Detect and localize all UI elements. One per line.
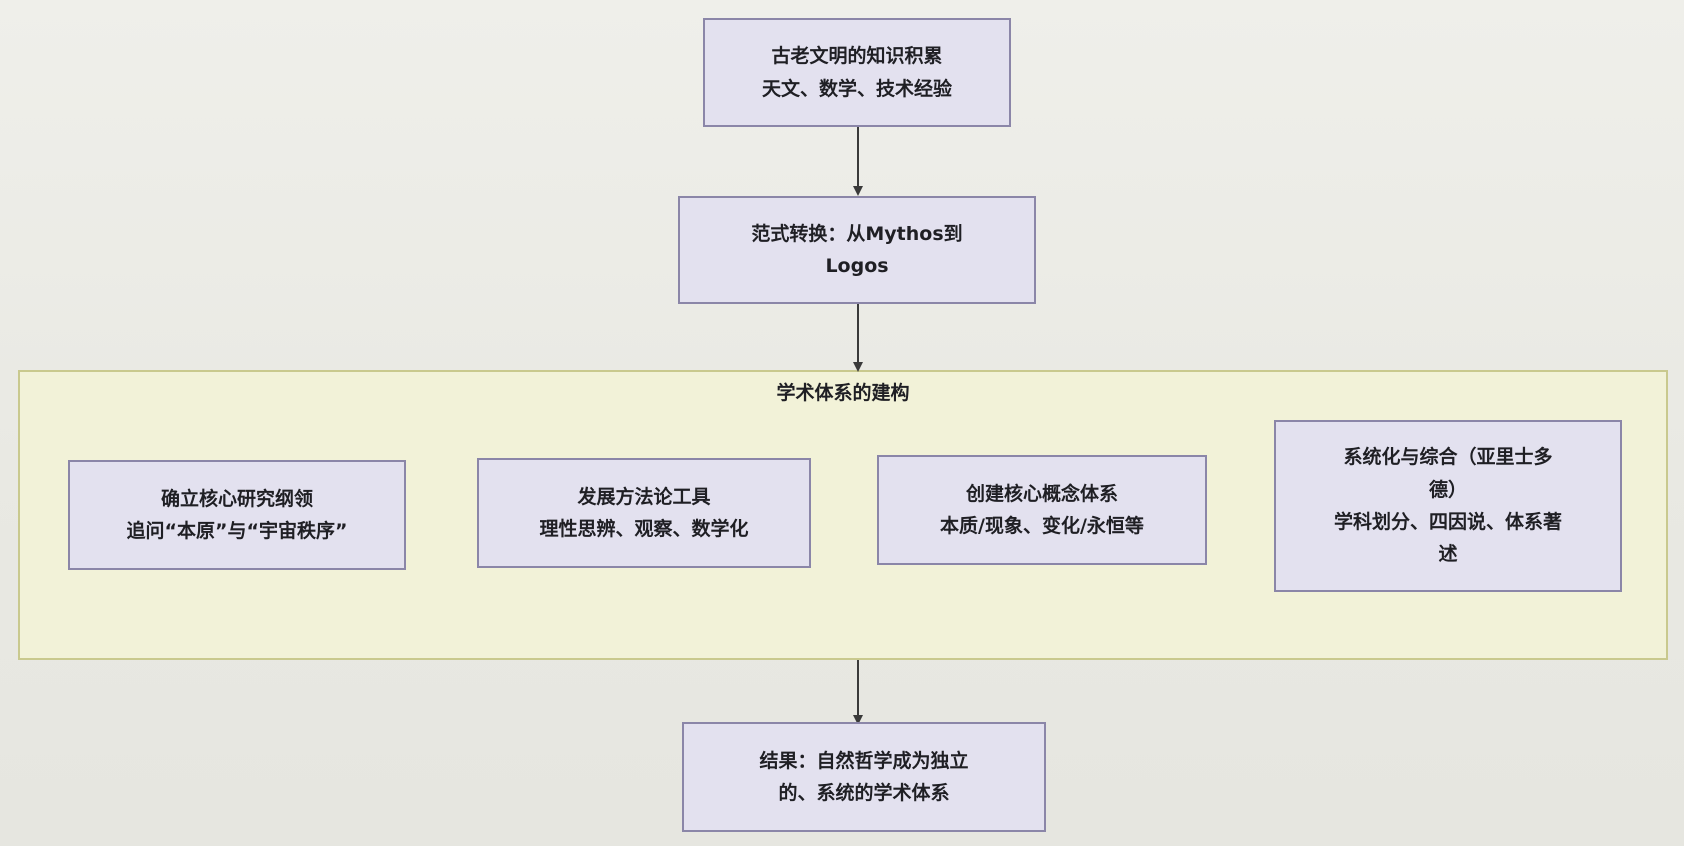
node-paradigm-line2: Logos xyxy=(825,255,889,277)
node-result: 结果：自然哲学成为独立 的、系统的学术体系 xyxy=(682,722,1046,832)
node-methodology-tools: 发展方法论工具 理性思辨、观察、数学化 xyxy=(477,458,811,568)
node-synthesis-line3: 学科划分、四因说、体系著 xyxy=(1333,511,1562,533)
node-paradigm-shift: 范式转换：从Mythos到 Logos xyxy=(678,196,1036,304)
node-research-program: 确立核心研究纲领 追问“本原”与“宇宙秩序” xyxy=(68,460,406,570)
cluster-title: 学术体系的建构 xyxy=(776,382,910,404)
node-result-line2: 的、系统的学术体系 xyxy=(778,782,950,804)
node-concepts-line2: 本质/现象、变化/永恒等 xyxy=(940,515,1144,537)
node-synthesis-line2: 德） xyxy=(1428,478,1467,501)
node-ancient-line1: 古老文明的知识积累 xyxy=(771,45,943,68)
node-concepts-line1: 创建核心概念体系 xyxy=(965,482,1118,505)
node-method-line1: 发展方法论工具 xyxy=(577,485,711,508)
node-synthesis-line4: 述 xyxy=(1438,543,1458,566)
node-result-line1: 结果：自然哲学成为独立 xyxy=(759,749,969,772)
node-core-concepts: 创建核心概念体系 本质/现象、变化/永恒等 xyxy=(877,455,1207,565)
node-synthesis-line1: 系统化与综合（亚里士多 xyxy=(1343,446,1553,469)
node-systematization: 系统化与综合（亚里士多 德） 学科划分、四因说、体系著 述 xyxy=(1274,420,1622,592)
node-program-line1: 确立核心研究纲领 xyxy=(160,487,313,510)
node-method-line2: 理性思辨、观察、数学化 xyxy=(539,518,749,540)
node-program-line2: 追问“本原”与“宇宙秩序” xyxy=(126,520,348,542)
node-ancient-line2: 天文、数学、技术经验 xyxy=(761,77,952,100)
node-ancient-knowledge: 古老文明的知识积累 天文、数学、技术经验 xyxy=(703,18,1011,127)
node-paradigm-line1: 范式转换：从Mythos到 xyxy=(751,222,963,245)
